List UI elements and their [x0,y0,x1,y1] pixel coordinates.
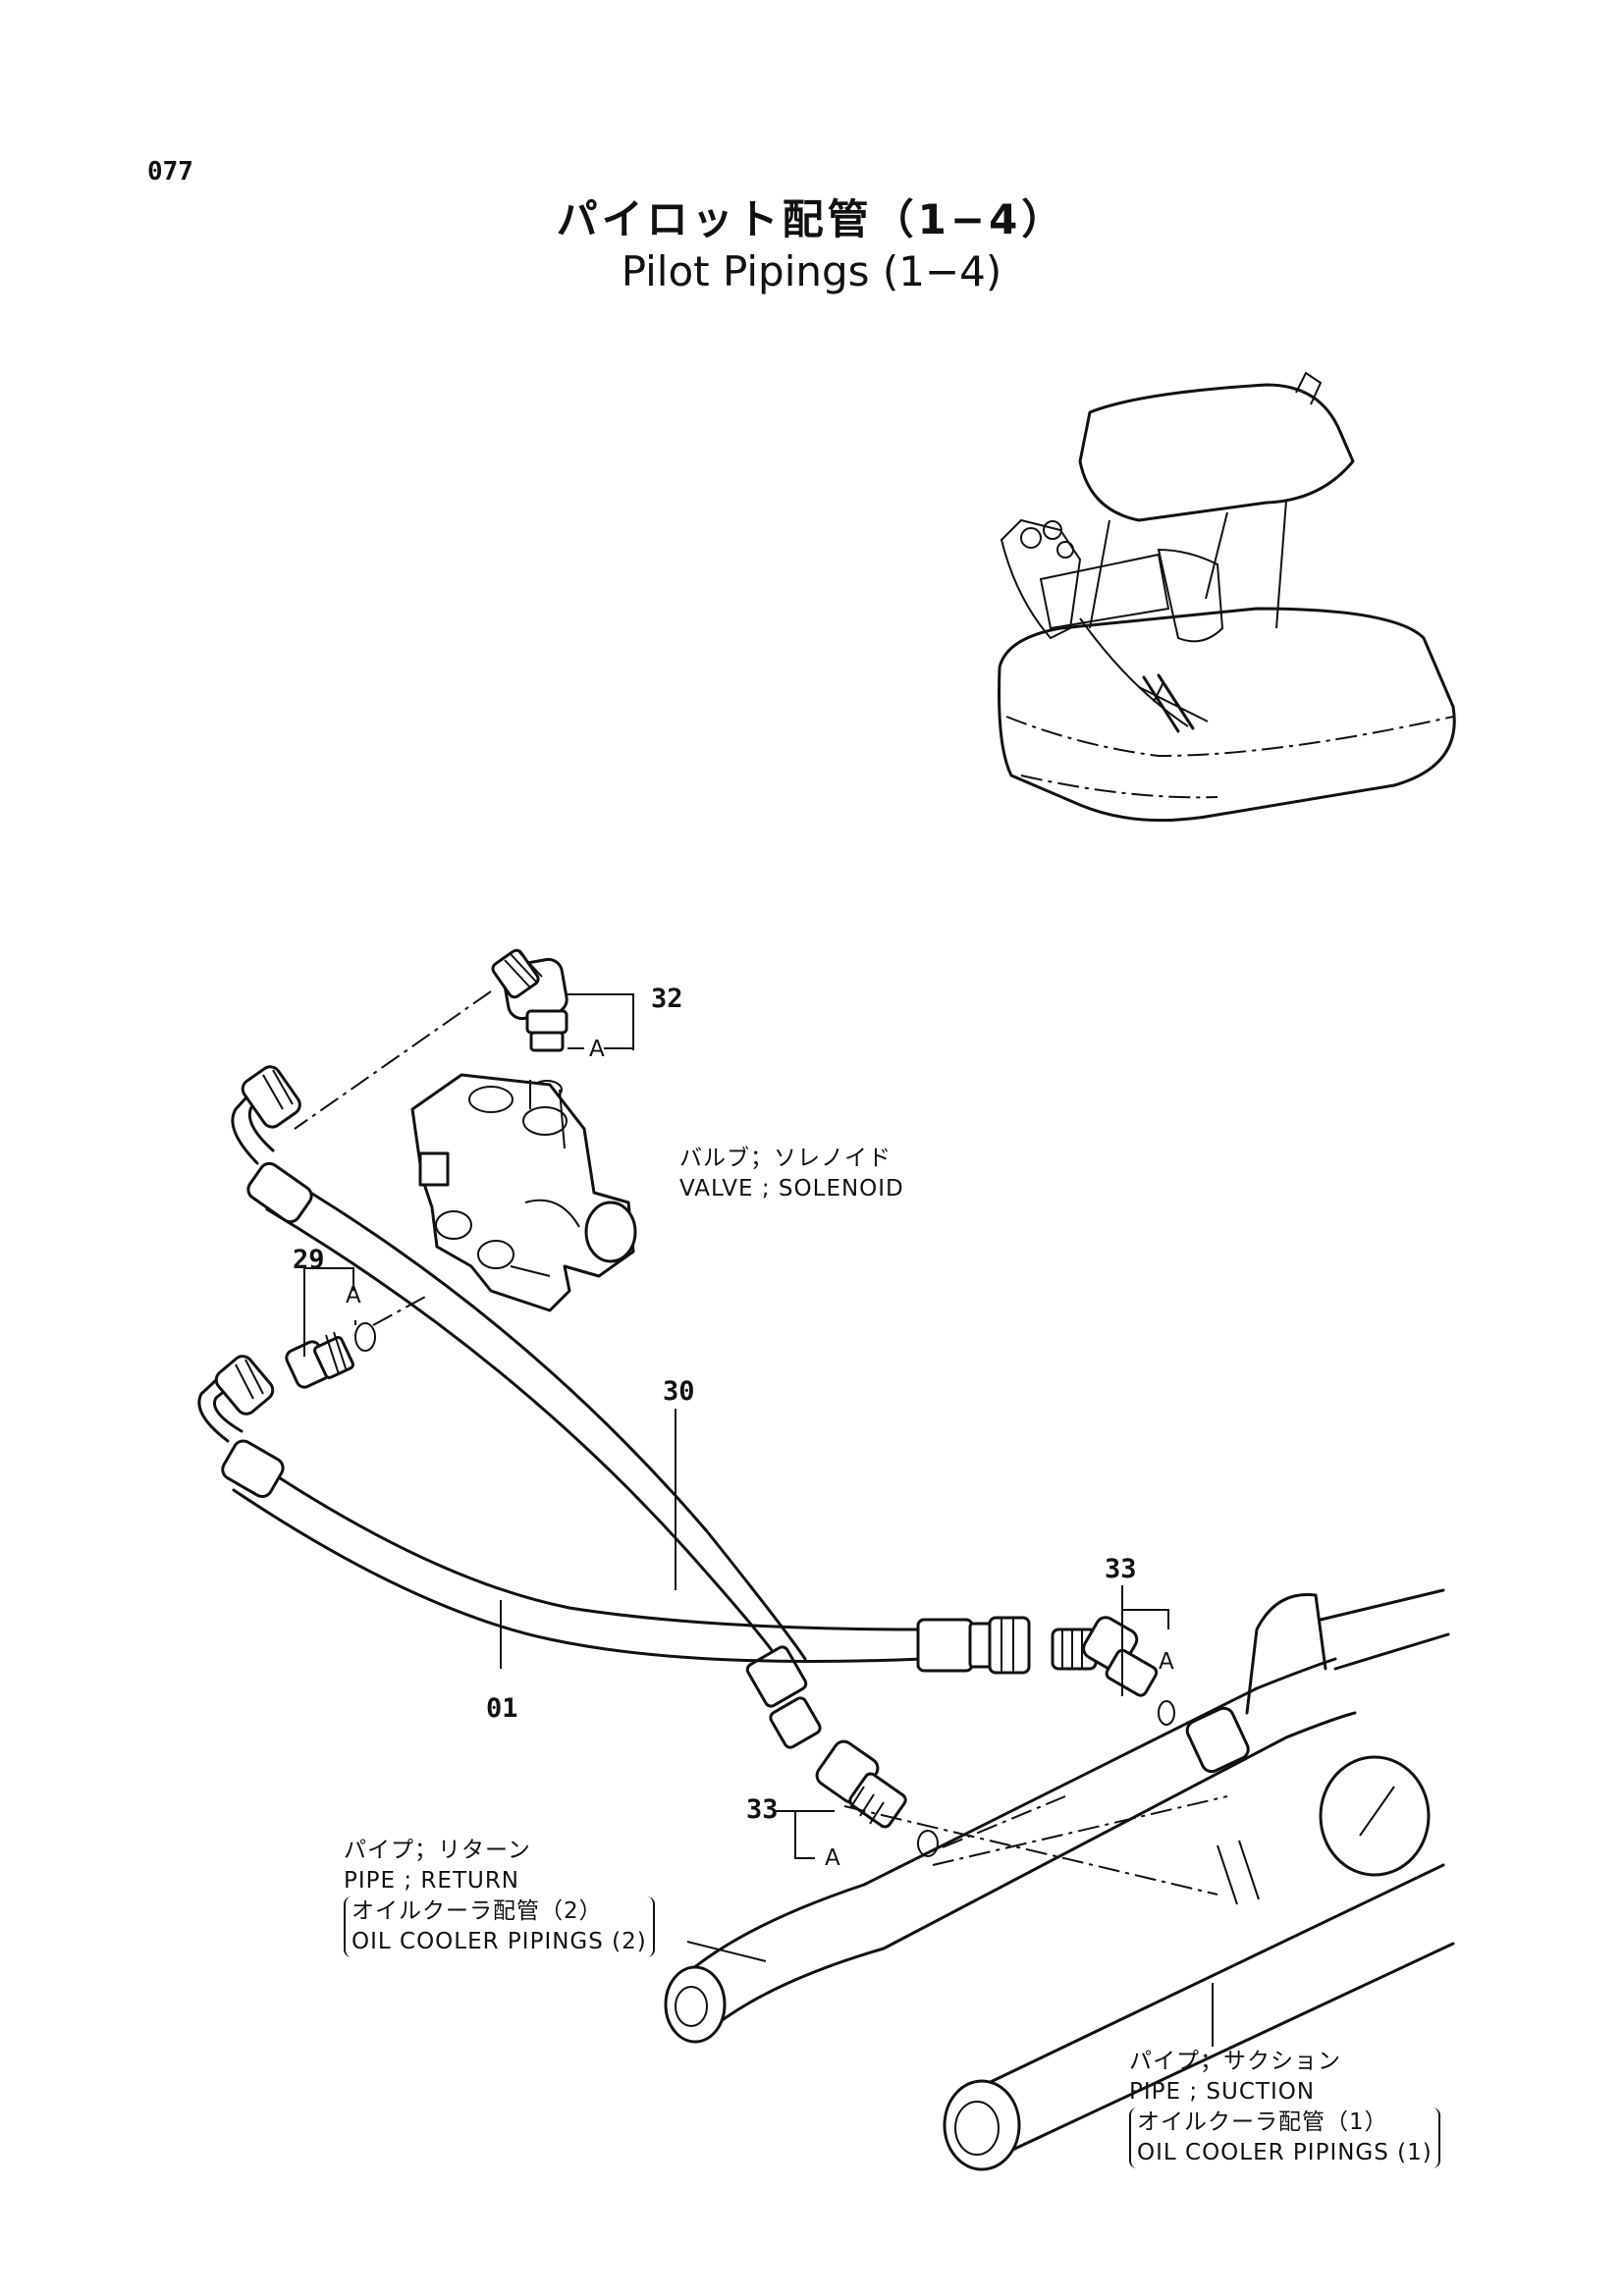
hose-01 [197,1355,1031,1675]
page-number: 077 [147,157,193,187]
page-title-japanese: パイロット配管（1−4） [556,195,1067,243]
return-pipe-label-en: PIPE ; RETURN [344,1868,520,1894]
machine-overview-illustration [998,371,1456,823]
callout-32: 32 [651,984,683,1014]
return-pipe-label-ja: パイプ；リターン [344,1838,531,1863]
fitting-33-left [815,1739,1066,1857]
return-pipe-reference[interactable]: オイルクーラ配管（2） OIL COOLER PIPINGS (2) [344,1896,655,1957]
return-pipe-ref-en: OIL COOLER PIPINGS (2) [352,1929,647,1954]
oil-cooler-pipes [664,1588,1455,2171]
suction-pipe-reference[interactable]: オイルクーラ配管（1） OIL COOLER PIPINGS (1) [1129,2108,1440,2168]
o-ring-callout-a: A [589,1037,606,1062]
valve-label-ja: バルブ；ソレノイド [679,1146,892,1171]
valve-label-en: VALVE ; SOLENOID [679,1176,904,1201]
leader-lines [303,993,1214,2047]
suction-pipe-label: パイプ；サクション PIPE ; SUCTION オイルクーラ配管（1） OIL… [1129,2047,1440,2168]
solenoid-valve [410,1073,637,1312]
valve-solenoid-label: バルブ；ソレノイド VALVE ; SOLENOID [679,1144,904,1204]
return-pipe-ref-ja: オイルクーラ配管（2） [352,1898,603,1924]
suction-pipe-label-en: PIPE ; SUCTION [1129,2079,1316,2105]
callout-01: 01 [486,1693,518,1724]
callout-30: 30 [663,1376,695,1407]
suction-pipe-ref-ja: オイルクーラ配管（1） [1137,2109,1388,2135]
fitting-33-right [1051,1616,1175,1726]
o-ring-callout-a: A [1159,1649,1175,1675]
suction-pipe-label-ja: パイプ；サクション [1129,2049,1341,2074]
return-pipe-label: パイプ；リターン PIPE ; RETURN オイルクーラ配管（2） OIL C… [344,1836,655,1957]
page-title-english: Pilot Pipings (1−4) [621,247,1002,295]
suction-pipe-ref-en: OIL COOLER PIPINGS (1) [1137,2140,1433,2165]
o-ring-callout-a: A [346,1283,362,1308]
callout-33-right: 33 [1105,1554,1137,1584]
callout-29: 29 [293,1245,325,1275]
fitting-29-straight [285,1295,428,1389]
callout-33-left: 33 [746,1794,779,1825]
o-ring-callout-a: A [825,1845,841,1871]
